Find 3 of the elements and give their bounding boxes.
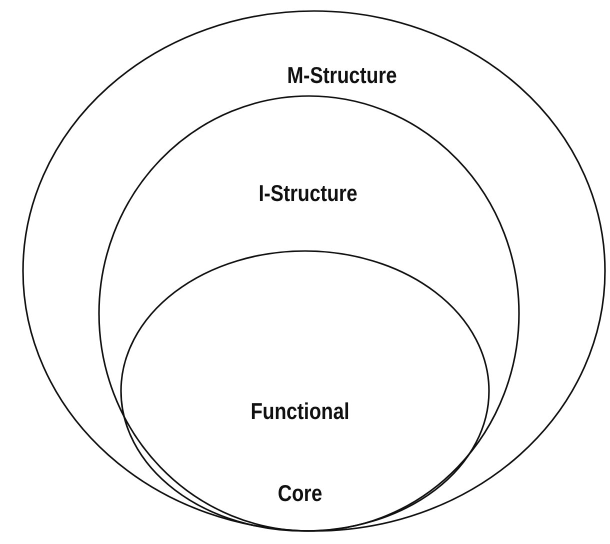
region-label: Functional Core — [250, 397, 350, 508]
region-label: M-Structure — [286, 62, 398, 89]
region-label: I-Structure — [258, 180, 358, 207]
